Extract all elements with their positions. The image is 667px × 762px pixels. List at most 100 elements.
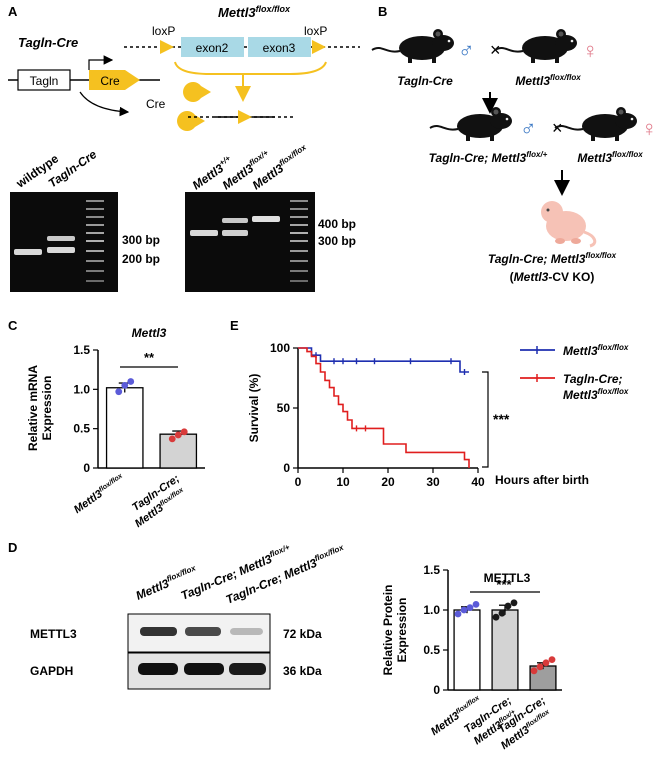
chart-d-title: METTL3 xyxy=(484,571,531,585)
legend-label-ko-line2: Mettl3flox/flox xyxy=(563,387,629,402)
cre-protein-label: Cre xyxy=(146,97,166,111)
chart-c-ytick-label-2: 1.0 xyxy=(73,382,90,396)
chart-c-point-1-2 xyxy=(180,428,188,436)
chart-d-point-2-0 xyxy=(530,667,538,675)
chart-c-significance: ** xyxy=(144,350,155,365)
panel-d: D Mettl3flox/flox Tagln-Cre; Mettl3flox/… xyxy=(8,540,562,752)
chart-e-series-0 xyxy=(298,347,469,373)
mouse-floxed-female-icon-2 xyxy=(554,106,638,142)
mouse-tagln-cre-male-icon xyxy=(371,28,455,64)
chart-e-xtick-label-4: 40 xyxy=(471,475,485,489)
chart-c-bar-1 xyxy=(159,433,198,469)
chart-e-xlabel: Hours after birth xyxy=(495,473,589,487)
chart-e-ytick-label-2: 100 xyxy=(270,341,290,355)
gel1-marker-300: 300 bp xyxy=(122,233,160,247)
panel-b: B ♂ × ♀ Tagln-Cre Mettl3flox/flox ♂ × ♀ … xyxy=(371,4,658,284)
transcription-arrow xyxy=(88,55,114,70)
blot-row-label-gapdh: GAPDH xyxy=(30,664,73,678)
chart-c-point-0-2 xyxy=(127,378,135,385)
chart-e-ylabel: Survival (%) xyxy=(247,374,261,443)
chart-d-point-2-3 xyxy=(548,656,556,663)
chart-e-sig-bracket xyxy=(482,371,489,468)
exon3-box xyxy=(248,37,311,57)
chart-c-plot: 00.51.01.5 xyxy=(73,343,205,475)
female-symbol-1: ♀ xyxy=(582,38,599,63)
blot-row-size-gapdh: 36 kDa xyxy=(283,664,322,678)
blot-band-mettl3-0 xyxy=(140,627,177,636)
tagln-promoter-label: Tagln xyxy=(30,74,59,88)
chart-e-legend: Mettl3flox/flox Tagln-Cre; Mettl3flox/fl… xyxy=(520,343,629,402)
chart-c-point-1-1 xyxy=(174,431,182,439)
recombination-bracket xyxy=(174,61,327,75)
gel2-lane-hom: Mettl3flox/flox xyxy=(249,142,312,192)
chart-d-ytick-label-2: 1.0 xyxy=(423,603,440,617)
tagln-cre-title: Tagln-Cre xyxy=(18,35,78,50)
cre-protein-icon-2 xyxy=(177,111,205,131)
chart-d-ytick-label-0: 0 xyxy=(433,683,440,697)
chart-c-ylabel-1: Relative mRNA xyxy=(26,365,40,451)
chart-d-plot: 00.51.01.5 xyxy=(423,563,562,697)
chart-e-ytick-label-1: 50 xyxy=(277,401,291,415)
chart-e-significance: *** xyxy=(493,411,510,427)
chart-c-ytick-label-1: 0.5 xyxy=(73,422,90,436)
chart-d-point-1-1 xyxy=(498,609,506,617)
chart-d-point-0-3 xyxy=(472,601,480,608)
chart-e-xtick-label-3: 30 xyxy=(426,475,440,489)
panel-label-e: E xyxy=(230,318,239,333)
cre-expression-arrow xyxy=(79,91,130,117)
chart-d-point-2-2 xyxy=(542,659,550,667)
chart-e-series-1 xyxy=(298,347,470,468)
parent2-left-label: Tagln-Cre; Mettl3flox/+ xyxy=(429,150,548,165)
panel-label-b: B xyxy=(378,4,387,19)
gel2-marker-400: 400 bp xyxy=(318,217,356,231)
chart-d-ytick-label-3: 1.5 xyxy=(423,563,440,577)
cre-protein-icon xyxy=(183,82,211,103)
panel-a: A Tagln-Cre Mettl3flox/flox loxP loxP ex… xyxy=(8,4,360,292)
chart-d-point-0-2 xyxy=(466,604,474,611)
chart-e-xtick-label-0: 0 xyxy=(295,475,302,489)
male-symbol-1: ♂ xyxy=(458,38,475,63)
chart-d-point-1-0 xyxy=(492,613,500,621)
blot-band-gapdh-1 xyxy=(184,663,224,675)
tagln-promoter-box xyxy=(17,69,71,91)
exon3-label: exon3 xyxy=(263,41,296,55)
panel-label-c: C xyxy=(8,318,18,333)
gel1-band-wildtype xyxy=(14,249,42,255)
blot-row-size-mettl3: 72 kDa xyxy=(283,627,322,641)
mouse-floxed-female-icon xyxy=(494,28,578,64)
chart-d-significance: *** xyxy=(496,577,512,592)
mettl3-floxed-title: Mettl3flox/flox xyxy=(218,4,291,20)
blot-row-label-mettl3: METTL3 xyxy=(30,627,77,641)
chart-e-xtick-label-1: 10 xyxy=(336,475,350,489)
offspring-label: Tagln-Cre; Mettl3flox/flox xyxy=(488,251,617,266)
chart-d-point-2-1 xyxy=(536,663,544,671)
parent2-right-label: Mettl3flox/flox xyxy=(577,150,643,165)
chart-d-point-1-2 xyxy=(504,602,512,610)
chart-d-bar-1 xyxy=(491,609,519,691)
panel-e: E Survival (%) Hours after birth 0501000… xyxy=(230,318,629,489)
loxp-recombined-marker xyxy=(238,110,252,124)
legend-label-ko-line1: Tagln-Cre; xyxy=(563,372,623,386)
exon2-label: exon2 xyxy=(196,41,229,55)
chart-e-xtick-label-2: 20 xyxy=(381,475,395,489)
gel1-marker-200: 200 bp xyxy=(122,252,160,266)
chart-c-point-0-1 xyxy=(121,382,129,389)
chart-c-cat-0: Mettl3flox/flox xyxy=(72,472,128,516)
gel2-band-het-low xyxy=(222,230,248,236)
pup-icon xyxy=(541,201,597,248)
blot-band-mettl3-1 xyxy=(185,627,221,636)
mouse-het-male-icon xyxy=(429,106,513,142)
gel1-ladder xyxy=(86,200,104,282)
chart-c-point-0-0 xyxy=(115,388,123,396)
chart-c-ylabel-2: Expression xyxy=(40,376,54,441)
panel-label-a: A xyxy=(8,4,18,19)
legend-label-control: Mettl3flox/flox xyxy=(563,343,629,358)
exon2-box xyxy=(181,37,244,57)
loxp-right-marker xyxy=(312,40,326,54)
gel2-band-hom xyxy=(252,216,280,222)
parent1-left-label: Tagln-Cre xyxy=(397,74,453,88)
parent1-right-label: Mettl3flox/flox xyxy=(515,73,581,88)
gel2-band-wt xyxy=(190,230,218,236)
cre-gene-box xyxy=(89,70,140,90)
